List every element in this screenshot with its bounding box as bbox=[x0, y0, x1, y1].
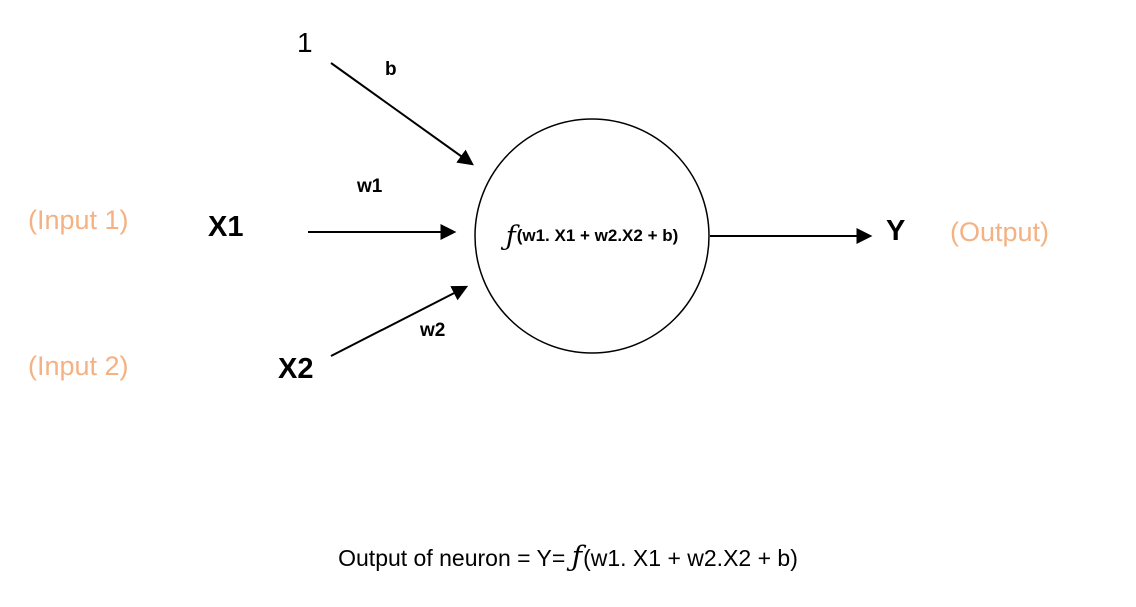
caption-function-symbol: ƒ bbox=[571, 540, 583, 573]
input1-annotation: (Input 1) bbox=[28, 205, 129, 235]
caption-formula: Output of neuron = Y= ƒ(w1. X1 + w2.X2 +… bbox=[0, 540, 1136, 573]
neuron-circle bbox=[474, 118, 710, 354]
input2-annotation: (Input 2) bbox=[28, 351, 129, 381]
caption-function-body: (w1. X1 + w2.X2 + b) bbox=[583, 545, 798, 571]
input1-weight-label: w1 bbox=[357, 176, 383, 197]
bias-arrow bbox=[330, 62, 474, 166]
input2-arrow bbox=[330, 285, 469, 357]
neuron-function-body: (w1. X1 + w2.X2 + b) bbox=[516, 226, 679, 245]
output-label: Y bbox=[886, 215, 906, 247]
bias-weight-label: b bbox=[385, 59, 397, 80]
output-annotation: (Output) bbox=[950, 217, 1050, 247]
neuron-function-symbol: ƒ bbox=[505, 220, 516, 252]
input2-label: X2 bbox=[278, 353, 314, 385]
input1-label: X1 bbox=[208, 211, 244, 243]
bias-value-label: 1 bbox=[297, 27, 313, 58]
neuron-function-text: ƒ(w1. X1 + w2.X2 + b) bbox=[477, 122, 707, 350]
caption-prefix: Output of neuron = Y= bbox=[338, 545, 572, 571]
input2-weight-label: w2 bbox=[420, 320, 446, 341]
